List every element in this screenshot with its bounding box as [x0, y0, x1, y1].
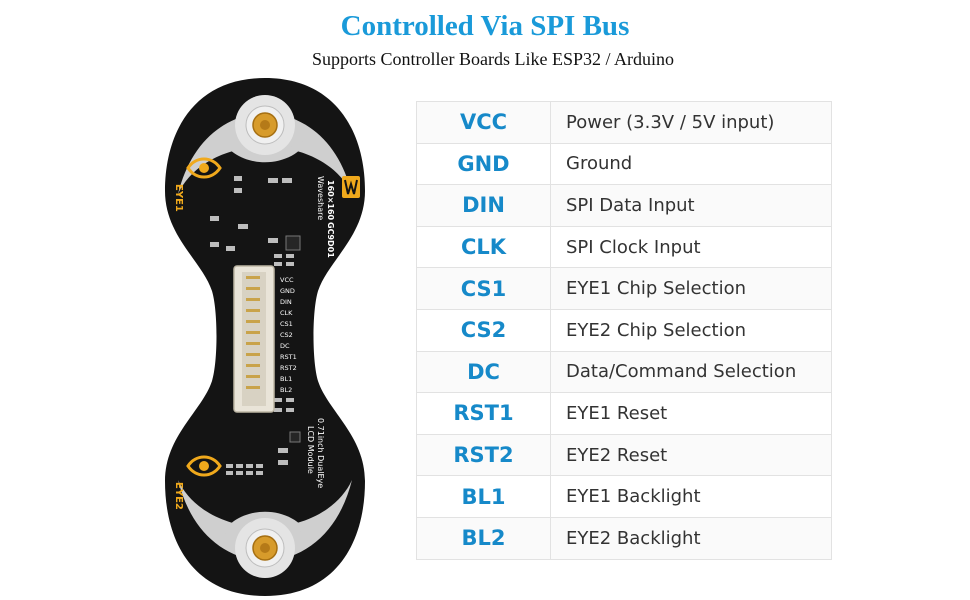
ic-chip: [285, 235, 301, 251]
top-eye-frame: [178, 112, 352, 194]
silk-pin-label: GND: [280, 287, 295, 295]
brand-silkscreen: Waveshare: [316, 176, 325, 220]
module-name-line2: LCD Module: [306, 426, 315, 474]
pin-name: DIN: [416, 184, 551, 227]
pin-name: CS1: [416, 267, 551, 310]
eye1-logo-icon: [186, 157, 222, 179]
pin-description: SPI Data Input: [550, 184, 832, 227]
module-name-line1: 0.71inch DualEye: [316, 418, 325, 488]
silk-pin-label: CS1: [280, 320, 293, 328]
pin-description: EYE1 Backlight: [550, 475, 832, 518]
pin-description: SPI Clock Input: [550, 225, 832, 269]
eye2-label: EYE2: [173, 482, 184, 510]
waveshare-logo-icon: [342, 176, 360, 198]
silk-pin-label: BL1: [280, 375, 292, 383]
silk-pin-label: RST2: [280, 364, 297, 372]
pin-name: VCC: [416, 101, 551, 144]
pin-name: BL1: [416, 475, 551, 518]
pin-description: EYE2 Chip Selection: [550, 308, 832, 352]
pin-description: EYE2 Backlight: [550, 516, 832, 560]
silk-pin-label: DC: [280, 342, 290, 350]
pin-description: Power (3.3V / 5V input): [550, 101, 832, 144]
lcd-module-board: EYE1 EYE2 Waveshare 160×160 GC9D01 0.71i…: [165, 78, 365, 596]
pin-description: EYE1 Chip Selection: [550, 267, 832, 310]
silk-pin-label: DIN: [280, 298, 292, 306]
page-subtitle: Supports Controller Boards Like ESP32 / …: [312, 49, 674, 69]
silk-pin-label: CS2: [280, 331, 293, 339]
pin-name: CLK: [416, 225, 551, 269]
pin-header-connector: [233, 265, 275, 413]
pin-description: EYE2 Reset: [550, 433, 832, 477]
resolution-silkscreen: 160×160: [326, 180, 335, 221]
eye1-label: EYE1: [173, 184, 184, 212]
pin-name: CS2: [416, 308, 551, 352]
pin-name: RST1: [416, 392, 551, 435]
eye2-logo-icon: [186, 455, 222, 477]
pin-description: Ground: [550, 142, 832, 186]
driver-silkscreen: GC9D01: [326, 222, 335, 258]
silk-pin-label: CLK: [280, 309, 293, 317]
pin-name: BL2: [416, 516, 551, 560]
pin-name: GND: [416, 142, 551, 186]
silk-pin-label: BL2: [280, 386, 292, 394]
bottom-eye-frame: [178, 480, 352, 562]
pin-name: DC: [416, 350, 551, 394]
silk-pin-label: VCC: [280, 276, 294, 284]
pin-description: EYE1 Reset: [550, 392, 832, 435]
page-title: Controlled Via SPI Bus: [340, 10, 630, 42]
smd-components: [210, 176, 294, 475]
pin-description: Data/Command Selection: [550, 350, 832, 394]
pin-name: RST2: [416, 433, 551, 477]
silk-pin-label: RST1: [280, 353, 297, 361]
